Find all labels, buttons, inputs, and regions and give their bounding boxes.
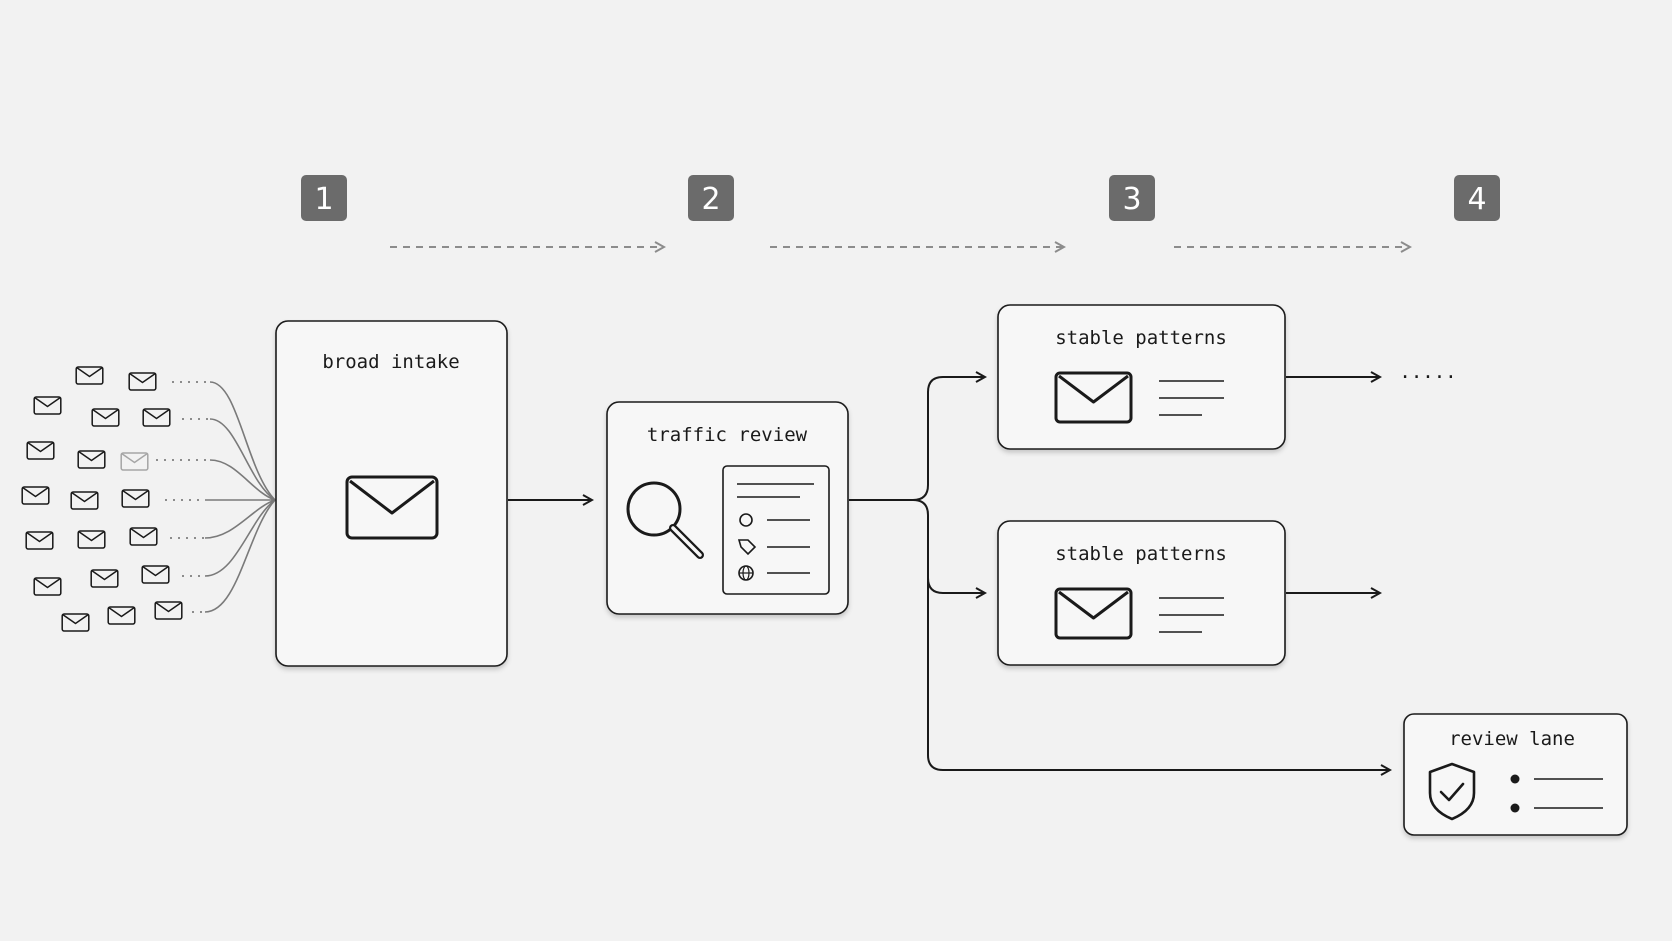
svg-text:4: 4 <box>1467 182 1486 217</box>
step-badge-1: 1 <box>301 175 347 221</box>
shield-check-icon <box>1428 762 1476 821</box>
incoming-messages <box>21 366 183 632</box>
node-label: stable patterns <box>1055 543 1227 565</box>
branch-connector <box>849 377 1390 770</box>
node-label: traffic review <box>647 424 808 446</box>
globe-icon <box>738 565 754 581</box>
node-label: stable patterns <box>1055 327 1227 349</box>
node-stable-patterns-bottom: stable patterns <box>997 520 1286 666</box>
svg-text:2: 2 <box>701 182 720 217</box>
envelope-icon <box>70 491 99 510</box>
node-label: review lane <box>1449 728 1575 750</box>
detail-panel <box>722 465 830 595</box>
envelope-icon <box>33 396 62 415</box>
node-broad-intake: broad intake <box>275 320 508 667</box>
envelope-icon <box>21 486 50 505</box>
envelope-icon <box>77 450 106 469</box>
step-badge-4: 4 <box>1454 175 1500 221</box>
envelope-icon <box>75 366 104 385</box>
envelope-icon <box>107 606 136 625</box>
step-badge-2: 2 <box>688 175 734 221</box>
envelope-icon <box>154 601 183 620</box>
envelope-icon <box>77 530 106 549</box>
envelope-icon <box>128 372 157 391</box>
envelope-icon <box>25 531 54 550</box>
magnifier-icon <box>626 481 704 559</box>
envelope-icon <box>1054 371 1133 424</box>
envelope-icon <box>121 489 150 508</box>
step-badge-3: 3 <box>1109 175 1155 221</box>
tag-icon <box>737 539 757 556</box>
svg-text:1: 1 <box>314 182 333 217</box>
converging-flows <box>156 381 276 613</box>
envelope-icon <box>33 577 62 596</box>
envelope-icon <box>91 408 120 427</box>
envelope-icon <box>1054 587 1133 640</box>
node-label: broad intake <box>322 351 459 373</box>
node-traffic-review: traffic review <box>606 401 849 615</box>
node-stable-patterns-top: stable patterns <box>997 304 1286 450</box>
envelope-icon <box>345 475 439 540</box>
svg-text:3: 3 <box>1122 182 1141 217</box>
envelope-icon <box>129 527 158 546</box>
envelope-icon <box>26 441 55 460</box>
user-icon <box>739 513 753 527</box>
envelope-icon <box>142 408 171 427</box>
envelope-icon <box>90 569 119 588</box>
envelope-icon <box>141 565 170 584</box>
node-review-lane: review lane <box>1403 713 1628 836</box>
envelope-icon <box>120 452 149 471</box>
continuation-dots: ..... <box>1399 361 1456 383</box>
envelope-icon <box>61 613 90 632</box>
